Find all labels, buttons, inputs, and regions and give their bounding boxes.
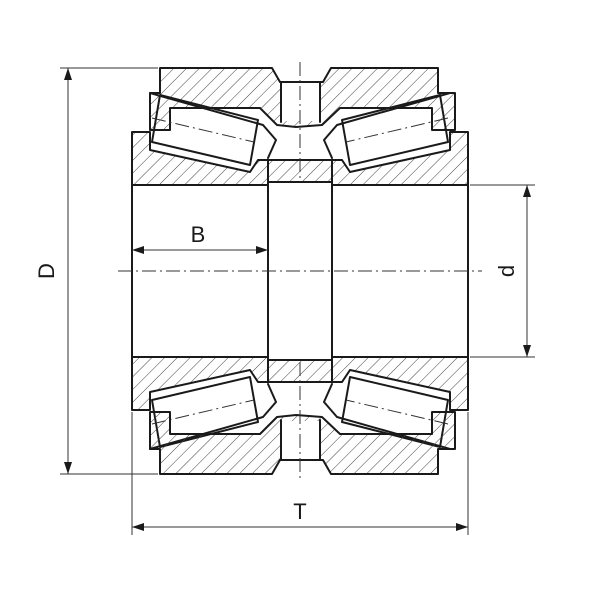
- dim-T-arrow-right: [456, 523, 468, 531]
- dim-D-arrow-bottom: [64, 462, 72, 474]
- roller-top-left: [151, 94, 259, 166]
- roller-bottom-right-axis: [345, 399, 449, 425]
- label-d: d: [494, 265, 519, 277]
- roller-top-right-axis: [345, 117, 449, 143]
- label-T: T: [293, 499, 306, 524]
- dim-B-arrow-left: [132, 246, 144, 254]
- inner-ring-top-right: [331, 131, 469, 186]
- cage-top-right: [323, 92, 451, 159]
- oil-hole-top: [280, 81, 321, 123]
- dim-d-arrow-top: [523, 185, 531, 197]
- roller-top-right: [341, 94, 449, 166]
- dim-D-arrow-top: [64, 68, 72, 80]
- oil-hole-bottom: [280, 419, 321, 461]
- roller-top-left-axis: [151, 117, 255, 143]
- roller-bottom-left-axis: [151, 399, 255, 425]
- dim-B-arrow-right: [256, 246, 268, 254]
- cage-top-left: [149, 92, 277, 159]
- label-D: D: [34, 263, 59, 279]
- dim-T-arrow-left: [132, 523, 144, 531]
- inner-ring-top-left: [131, 131, 269, 186]
- label-B: B: [191, 222, 206, 247]
- dim-d-arrow-bottom: [523, 345, 531, 357]
